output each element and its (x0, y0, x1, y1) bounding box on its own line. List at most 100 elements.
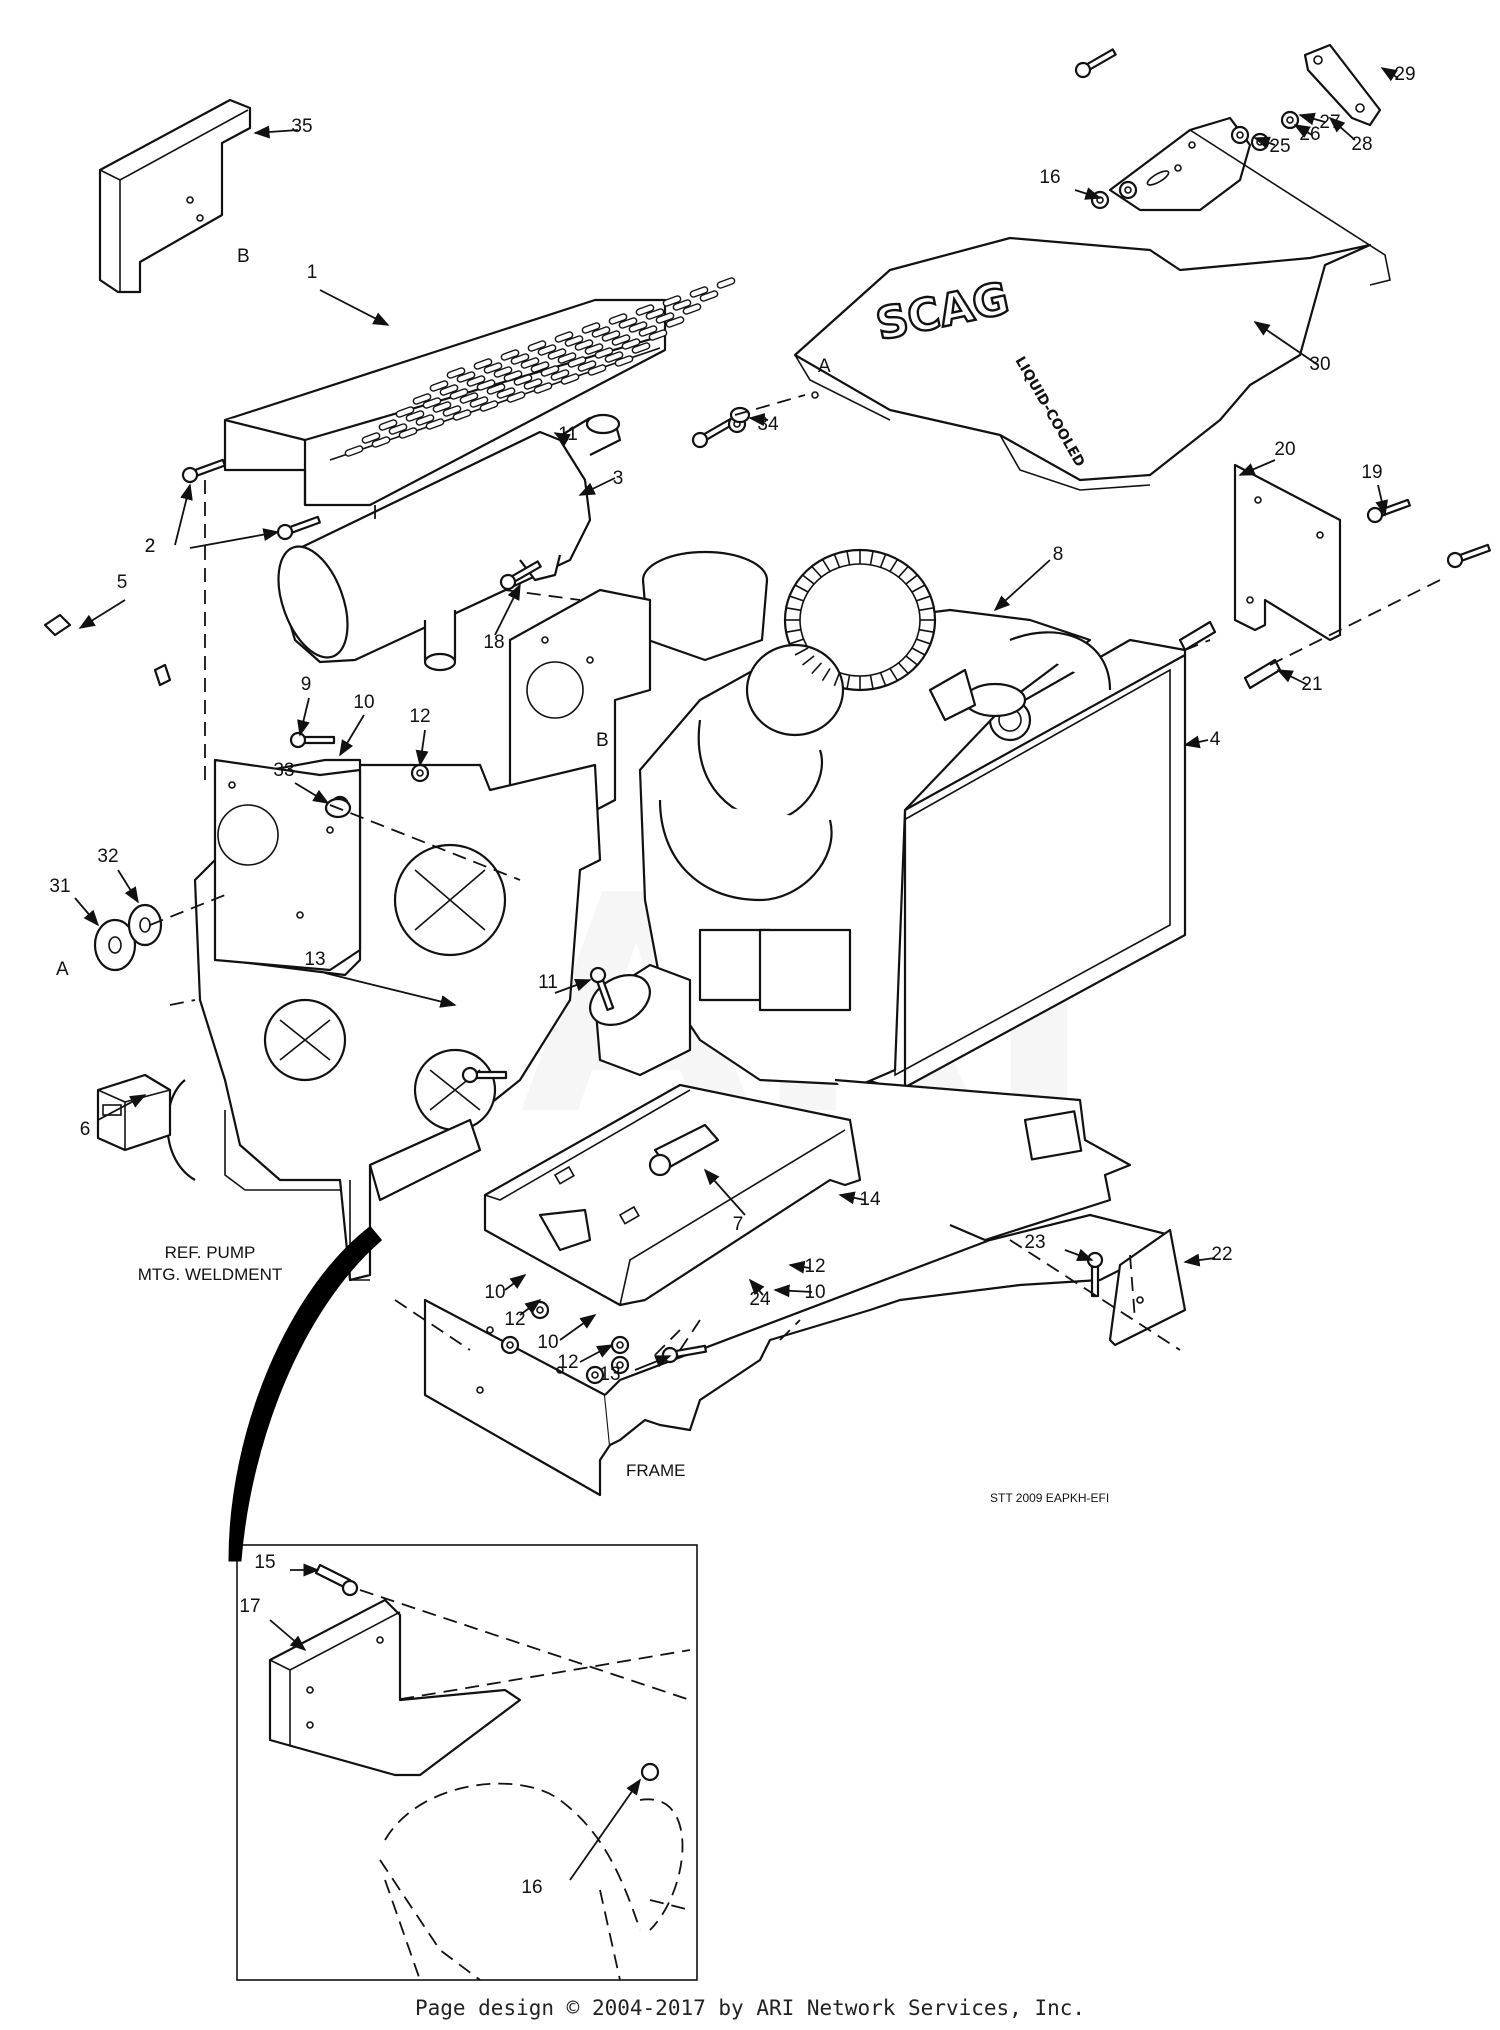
part-35-bracket[interactable] (98, 98, 252, 294)
nut[interactable] (500, 1335, 520, 1355)
part-14-mount-tray[interactable] (483, 1083, 862, 1307)
callout-13: 13 (304, 949, 325, 970)
grille-slot (635, 304, 655, 316)
part-21-spacers[interactable] (1178, 620, 1282, 690)
grille-slot (638, 325, 658, 337)
part-31-grommet[interactable] (93, 918, 137, 972)
part-20-bracket[interactable] (1233, 463, 1342, 642)
drawing-code: STT 2009 EAPKH-EFI (990, 1491, 1109, 1505)
part-7-sensor[interactable] (648, 1123, 720, 1177)
grille-slot (361, 432, 381, 444)
engine-fin (786, 628, 802, 633)
grille-slot (500, 349, 520, 361)
part-16-nut-inset[interactable] (640, 1762, 660, 1782)
grille-slot (682, 303, 702, 315)
nut[interactable] (410, 763, 430, 783)
grille-slot (594, 347, 614, 359)
part-28-latch-plate[interactable] (1303, 43, 1382, 127)
callout-14: 14 (859, 1189, 881, 1210)
grille-slot (496, 387, 516, 399)
ref-letter-b-mid: B (596, 730, 609, 751)
grille-slot (479, 400, 499, 412)
leader-arrow-icon (494, 583, 521, 636)
callout-31: 31 (49, 876, 70, 897)
part-32-washer[interactable] (127, 903, 163, 947)
nut[interactable] (1230, 125, 1250, 145)
callout-6: 6 (80, 1119, 91, 1140)
leader-arrow-icon (993, 559, 1051, 612)
nut[interactable] (1090, 190, 1110, 210)
copyright-footer: Page design © 2004-2017 by ARI Network S… (414, 1996, 1086, 2020)
bolt[interactable] (1073, 46, 1117, 80)
nut[interactable] (1280, 110, 1300, 130)
part-3-muffler[interactable] (265, 413, 622, 672)
hardware-fasteners (181, 46, 1491, 1385)
callout-30: 30 (1309, 354, 1330, 375)
grille-slot (469, 396, 489, 408)
callout-3: 3 (613, 468, 624, 489)
bolt[interactable] (461, 1066, 508, 1084)
nut-hole (1236, 131, 1244, 139)
leader-arrow-icon (748, 1278, 765, 1296)
nut-hole (616, 1361, 624, 1369)
nut[interactable] (610, 1355, 630, 1375)
assembly-line (1129, 1254, 1136, 1321)
engine-fin (897, 565, 909, 578)
grille-slot (412, 393, 432, 405)
callout-5: 5 (117, 572, 128, 593)
callout-27: 27 (1319, 112, 1340, 133)
grille-slot (608, 313, 628, 325)
grille-slot (459, 392, 479, 404)
bolt[interactable] (1366, 496, 1411, 524)
frame[interactable] (423, 1078, 1172, 1497)
oil-filter[interactable] (581, 963, 692, 1077)
nut[interactable] (610, 1335, 630, 1355)
grille-slot (584, 343, 604, 355)
callout-34: 34 (757, 414, 779, 435)
part-5-clips[interactable] (43, 613, 172, 687)
assembly-line (1184, 639, 1211, 651)
part-30-shroud[interactable]: SCAG LIQUID-COOLED (793, 236, 1372, 491)
grille-slot (665, 316, 685, 328)
leader-arrow-icon (1276, 669, 1309, 686)
assembly-line (679, 1319, 701, 1351)
grille-slot (493, 366, 513, 378)
part-33-plate[interactable] (213, 758, 362, 972)
grille-slot (446, 367, 466, 379)
callout-16: 16 (1039, 167, 1060, 188)
grille-slot (429, 380, 449, 392)
shroud-mount-bracket[interactable] (1108, 116, 1391, 286)
callout-12: 12 (409, 706, 430, 727)
part-8-engine[interactable] (638, 548, 1112, 1087)
grille-slot (483, 362, 503, 374)
bolt[interactable] (690, 416, 734, 450)
part-6-hour-meter[interactable] (96, 1073, 172, 1152)
part-15-bolt[interactable] (314, 1563, 359, 1597)
bolt[interactable] (181, 456, 226, 484)
callout-7: 7 (733, 1214, 744, 1235)
callout-2: 2 (145, 536, 156, 557)
grille-slot (567, 356, 587, 368)
engine-fin (889, 558, 899, 572)
grille-slot (716, 277, 736, 289)
grille-slot (452, 409, 472, 421)
leader-lines (74, 67, 1399, 1881)
detail-callout-swoosh (228, 1225, 383, 1562)
bolt[interactable] (289, 731, 336, 749)
bolt[interactable] (589, 966, 617, 1011)
grille-slot (662, 295, 682, 307)
callout-9: 9 (301, 674, 312, 695)
nut[interactable] (1118, 180, 1138, 200)
nut[interactable] (585, 1365, 605, 1385)
engine-fin (846, 550, 851, 565)
grille-slot (513, 374, 533, 386)
bolt[interactable] (276, 513, 321, 541)
grille-slot (614, 355, 634, 367)
callout-33: 33 (273, 760, 294, 781)
callout-10: 10 (484, 1282, 505, 1303)
washer-34[interactable] (729, 406, 751, 424)
bolt[interactable] (1446, 541, 1491, 569)
part-17-bracket[interactable] (268, 1598, 522, 1777)
engine-fin (821, 668, 831, 682)
callout-10: 10 (353, 692, 374, 713)
